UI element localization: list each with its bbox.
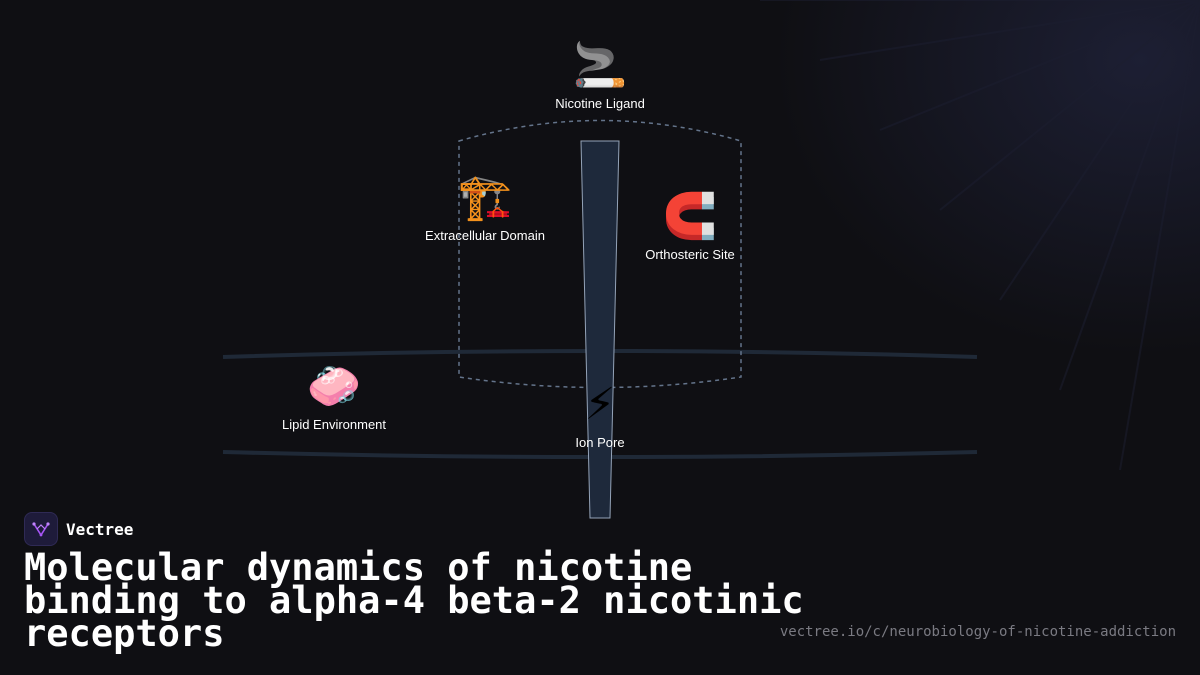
brand-name: Vectree <box>66 519 134 539</box>
node-ion-pore: ⚡ Ion Pore <box>500 381 700 451</box>
node-nicotine-ligand: 🚬 Nicotine Ligand <box>500 42 700 112</box>
extracellular-domain-label: Extracellular Domain <box>425 228 545 243</box>
nicotine-ligand-label: Nicotine Ligand <box>555 96 645 111</box>
lightning-icon: ⚡ <box>584 379 616 430</box>
node-orthosteric-site: 🧲 Orthosteric Site <box>590 193 790 263</box>
orthosteric-site-label: Orthosteric Site <box>645 247 735 262</box>
construction-crane-icon: 🏗️ <box>457 172 513 223</box>
node-extracellular-domain: 🏗️ Extracellular Domain <box>385 174 585 244</box>
soap-icon: 🧼 <box>306 361 362 412</box>
ion-pore-label: Ion Pore <box>575 435 625 450</box>
cigarette-icon: 🚬 <box>572 40 628 91</box>
node-lipid-environment: 🧼 Lipid Environment <box>234 363 434 433</box>
page-title: Molecular dynamics of nicotine binding t… <box>24 546 804 655</box>
vectree-logo-icon <box>24 512 58 546</box>
ion-pore-channel <box>580 140 620 519</box>
lipid-environment-label: Lipid Environment <box>281 417 387 432</box>
brand: Vectree <box>24 512 133 546</box>
receptor-dashed-outline <box>458 119 742 389</box>
magnet-icon: 🧲 <box>662 191 718 242</box>
source-url: vectree.io/c/neurobiology-of-nicotine-ad… <box>779 624 1176 640</box>
